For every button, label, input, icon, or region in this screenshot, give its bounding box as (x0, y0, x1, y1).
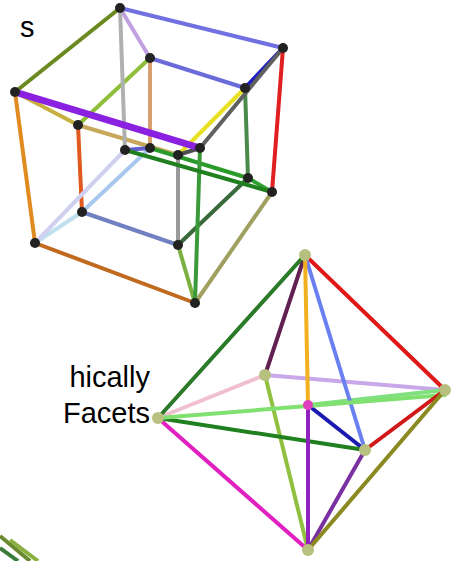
vertex (152, 412, 164, 424)
octahedron-vertices (152, 249, 451, 556)
edge-line (82, 212, 178, 245)
edge-line (158, 418, 365, 450)
vertex (145, 53, 155, 63)
vertex (173, 150, 183, 160)
edge-line (15, 8, 120, 92)
vertex (195, 143, 205, 153)
edge-line (158, 255, 305, 418)
edge-line (120, 8, 283, 48)
edge-line (178, 245, 195, 303)
edge-line (125, 150, 272, 192)
slide-text: s (20, 12, 35, 44)
vertex (10, 87, 20, 97)
edge-line (15, 92, 200, 148)
vertex (299, 249, 311, 261)
edge-line (308, 390, 445, 550)
vertex (120, 145, 130, 155)
vertex (190, 298, 200, 308)
vertex (73, 120, 83, 130)
edge-line (365, 390, 445, 450)
vertex (77, 207, 87, 217)
vertex (173, 240, 183, 250)
tesseract (15, 8, 283, 303)
edge-line (305, 255, 308, 405)
cropped-figure (0, 536, 38, 561)
edge-line (308, 450, 365, 550)
edge-line (178, 178, 248, 245)
edge-line (200, 48, 283, 148)
edge-line (176, 155, 180, 245)
vertex (267, 187, 277, 197)
vertex (278, 43, 288, 53)
edge-line (150, 58, 245, 88)
edge-line (35, 243, 195, 303)
vertex (115, 3, 125, 13)
edge-line (15, 92, 35, 243)
vertex (359, 444, 371, 456)
edge-line (265, 375, 445, 390)
vertex (243, 173, 253, 183)
edge-line (158, 395, 445, 418)
vertex (259, 369, 271, 381)
edge-line (305, 255, 365, 450)
edge-line (0, 548, 18, 561)
edge-line (265, 375, 308, 550)
vertex (240, 83, 250, 93)
edge-line (245, 88, 248, 178)
tesseract-vertices (10, 3, 288, 308)
edge-line (0, 536, 30, 561)
vertex (30, 238, 40, 248)
slide-text: Facets (63, 398, 150, 430)
edge-line (195, 192, 272, 303)
vertex (302, 544, 314, 556)
edge-line (306, 405, 310, 550)
slide-text: hically (69, 362, 150, 394)
edge-line (265, 255, 305, 375)
edge-line (35, 150, 125, 243)
octahedron (158, 255, 445, 550)
vertex (145, 143, 155, 153)
edge-line (272, 48, 283, 192)
vertex (439, 384, 451, 396)
vertex (303, 400, 313, 410)
